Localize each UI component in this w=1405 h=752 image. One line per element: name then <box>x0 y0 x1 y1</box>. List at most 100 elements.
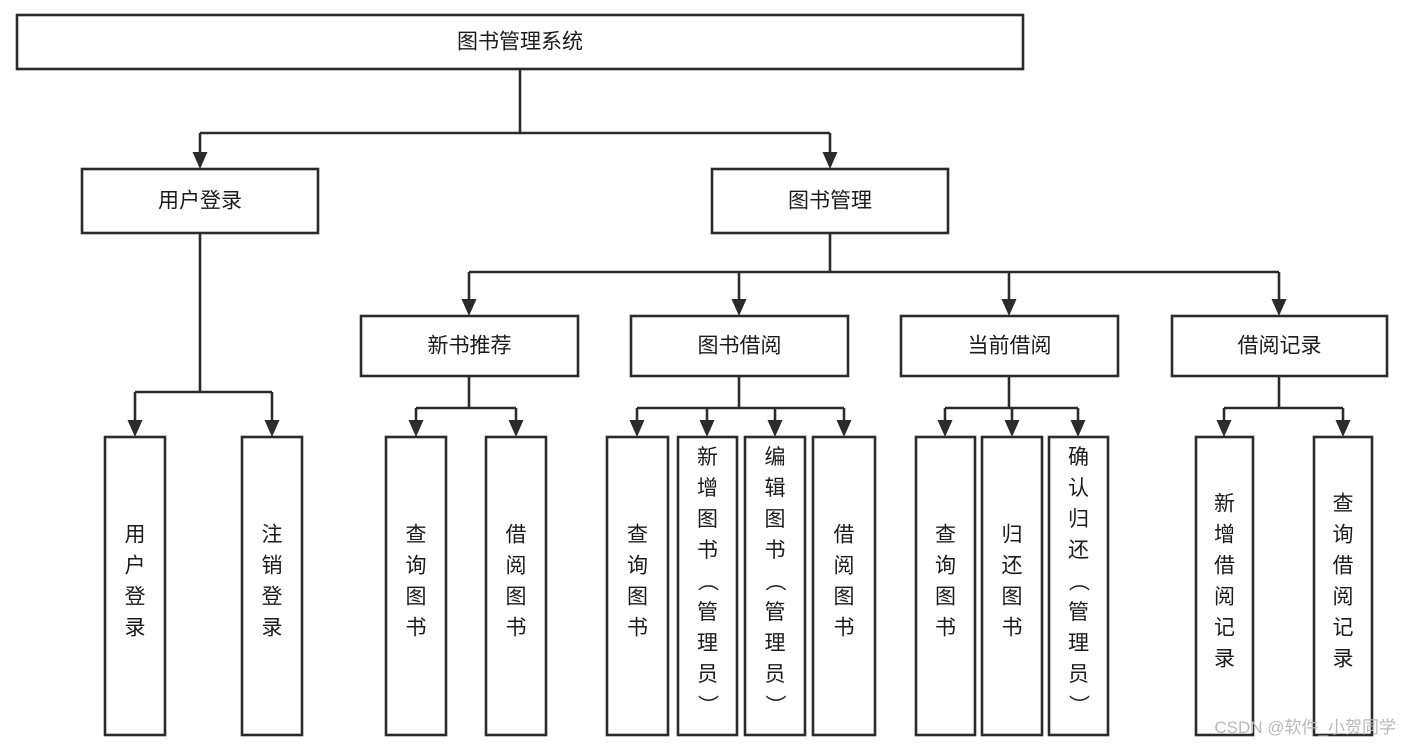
node-user-login[interactable]: 用户登录 <box>80 167 320 235</box>
node-book-borrow-box[interactable] <box>629 314 850 378</box>
svg-text:询: 询 <box>935 555 956 578</box>
svg-text:）: ） <box>1067 695 1090 716</box>
node-leaf-borrow-book-box[interactable] <box>811 435 877 737</box>
node-leaf-return-book-box[interactable] <box>980 435 1044 737</box>
svg-text:（: （ <box>696 571 719 592</box>
connector-borrow-to-leaves <box>629 376 852 437</box>
svg-text:书: 书 <box>406 617 427 640</box>
node-new-book-recommend-label: 新书推荐 <box>428 335 512 358</box>
svg-text:询: 询 <box>627 555 648 578</box>
svg-text:）: ） <box>763 695 786 716</box>
node-root[interactable]: 图书管理系统 <box>15 13 1025 71</box>
svg-text:图: 图 <box>406 586 427 609</box>
node-new-book-recommend[interactable]: 新书推荐 <box>359 314 580 378</box>
connector-current-to-leaves <box>937 376 1086 437</box>
svg-text:图: 图 <box>627 586 648 609</box>
svg-text:查: 查 <box>935 524 956 547</box>
node-root-box[interactable] <box>15 13 1025 71</box>
node-current-borrow[interactable]: 当前借阅 <box>899 314 1120 378</box>
node-borrow-record-box[interactable] <box>1170 314 1389 378</box>
svg-text:查: 查 <box>1333 493 1354 516</box>
svg-text:归: 归 <box>1068 508 1089 531</box>
connector-layer <box>127 69 1351 437</box>
svg-text:阅: 阅 <box>834 555 855 578</box>
node-book-manage-box[interactable] <box>710 167 950 235</box>
node-leaf-edit-book-admin-box[interactable] <box>743 435 807 737</box>
svg-text:借: 借 <box>1214 555 1235 578</box>
svg-text:图: 图 <box>506 586 527 609</box>
svg-text:户: 户 <box>125 555 146 578</box>
svg-text:图: 图 <box>1002 586 1023 609</box>
svg-text:增: 增 <box>1214 524 1235 547</box>
svg-text:理: 理 <box>765 632 786 655</box>
svg-text:图: 图 <box>697 508 718 531</box>
node-leaf-query-book-borrow-box[interactable] <box>605 435 670 737</box>
node-new-book-recommend-box[interactable] <box>359 314 580 378</box>
node-borrow-record-label: 借阅记录 <box>1238 335 1322 358</box>
node-leaf-user-login-box[interactable] <box>103 435 167 737</box>
svg-text:管: 管 <box>765 601 786 624</box>
node-leaf-add-book-admin-box[interactable] <box>676 435 739 737</box>
node-book-borrow[interactable]: 图书借阅 <box>629 314 850 378</box>
node-leaf-query-book-current-box[interactable] <box>914 435 977 737</box>
svg-text:还: 还 <box>1002 555 1023 578</box>
svg-text:图: 图 <box>834 586 855 609</box>
node-leaf-logout-login-box[interactable] <box>240 435 304 737</box>
node-book-borrow-label: 图书借阅 <box>698 335 782 358</box>
svg-text:查: 查 <box>406 524 427 547</box>
svg-text:借: 借 <box>1333 555 1354 578</box>
svg-text:员: 员 <box>765 663 786 686</box>
svg-text:归: 归 <box>1002 524 1023 547</box>
svg-text:书: 书 <box>697 539 718 562</box>
node-user-login-box[interactable] <box>80 167 320 235</box>
connector-recommend-to-leaves <box>408 376 524 437</box>
node-leaf-borrow-book-rec-box[interactable] <box>484 435 548 737</box>
node-book-manage-label: 图书管理 <box>788 190 872 213</box>
svg-text:图: 图 <box>935 586 956 609</box>
svg-text:书: 书 <box>765 539 786 562</box>
svg-text:辑: 辑 <box>765 477 786 500</box>
node-current-borrow-label: 当前借阅 <box>968 335 1052 358</box>
svg-text:记: 记 <box>1333 617 1354 640</box>
svg-text:记: 记 <box>1214 617 1235 640</box>
svg-text:理: 理 <box>1068 632 1089 655</box>
svg-text:管: 管 <box>697 601 718 624</box>
svg-text:确: 确 <box>1068 446 1089 469</box>
svg-text:编: 编 <box>765 446 786 469</box>
svg-text:认: 认 <box>1068 477 1089 500</box>
svg-text:管: 管 <box>1068 601 1089 624</box>
svg-text:借: 借 <box>834 524 855 547</box>
node-leaf-add-borrow-record-box[interactable] <box>1194 435 1255 737</box>
node-current-borrow-box[interactable] <box>899 314 1120 378</box>
node-leaf-confirm-return-admin-box[interactable] <box>1047 435 1110 737</box>
svg-text:书: 书 <box>935 617 956 640</box>
node-leaf-user-login[interactable]: 用户登录 <box>103 435 167 737</box>
node-borrow-record[interactable]: 借阅记录 <box>1170 314 1389 378</box>
node-leaf-user-login-label: 用户登录 <box>125 524 146 640</box>
svg-text:登: 登 <box>125 586 146 609</box>
node-book-manage[interactable]: 图书管理 <box>710 167 950 235</box>
node-leaf-query-book-rec-box[interactable] <box>384 435 448 737</box>
svg-text:录: 录 <box>262 617 283 640</box>
svg-text:阅: 阅 <box>1214 586 1235 609</box>
svg-text:登: 登 <box>262 586 283 609</box>
node-leaf-query-borrow-record-box[interactable] <box>1312 435 1374 737</box>
svg-text:还: 还 <box>1068 539 1089 562</box>
svg-text:书: 书 <box>1002 617 1023 640</box>
